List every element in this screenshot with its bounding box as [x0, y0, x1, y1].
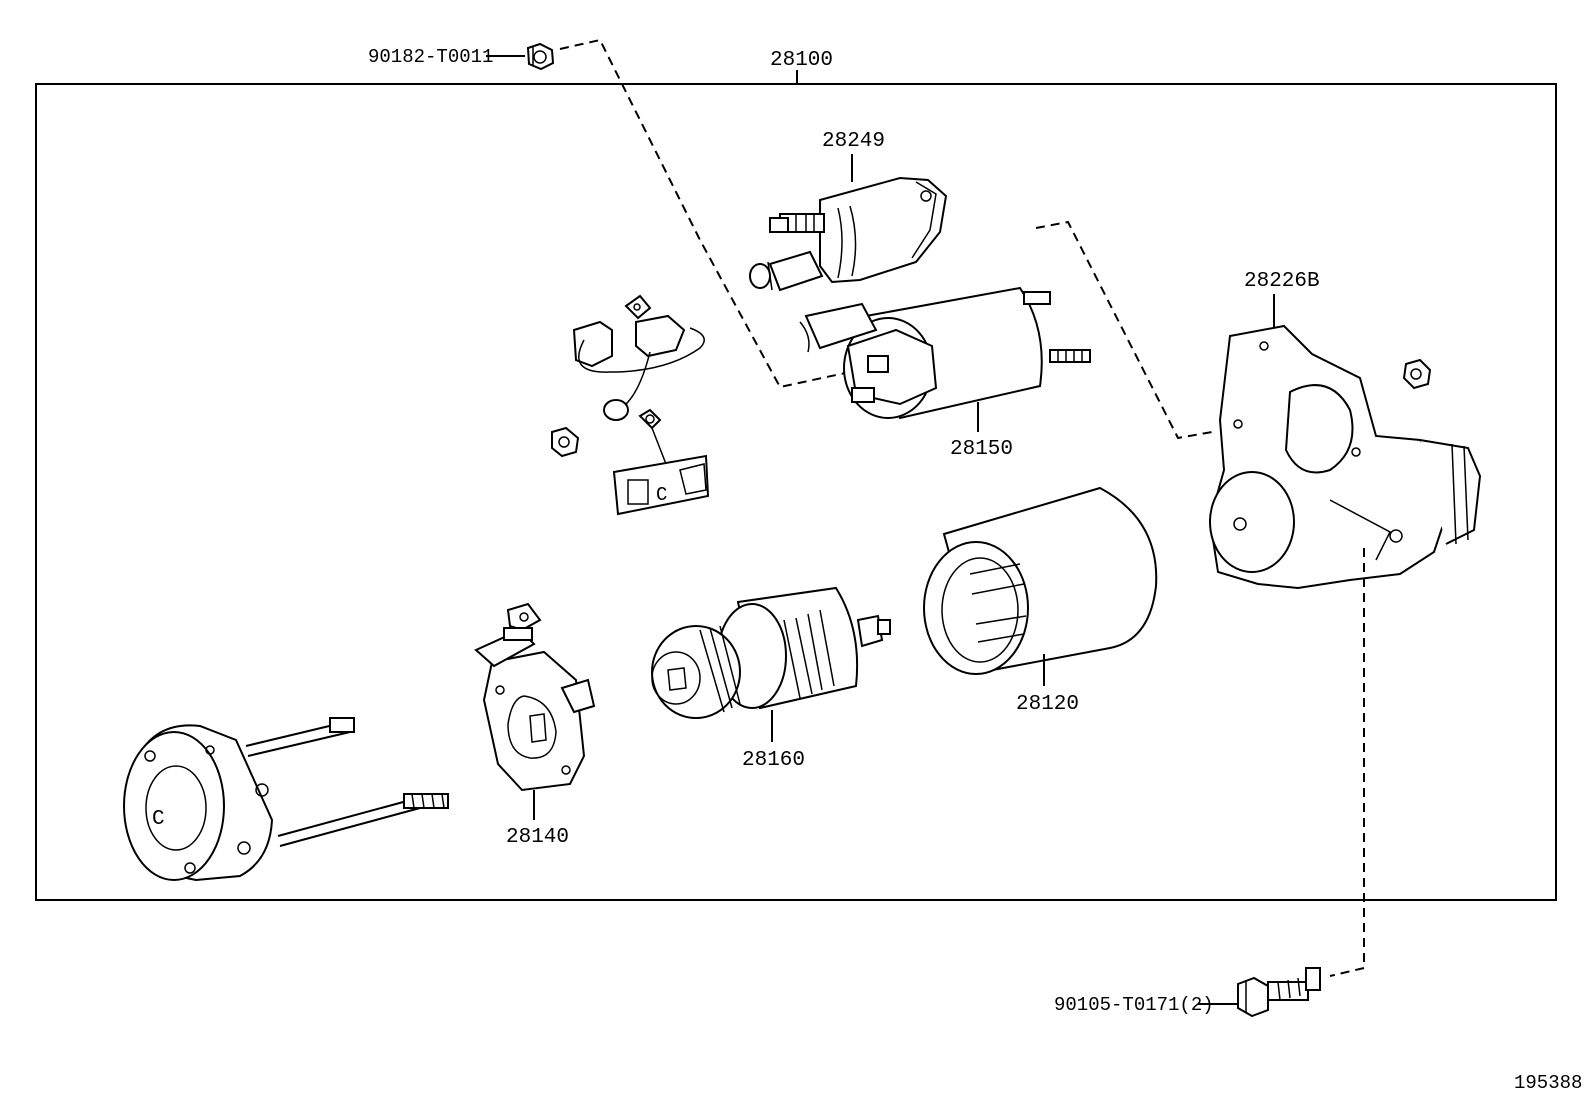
label-28226b[interactable]: 28226B	[1244, 270, 1320, 293]
small-nut-left	[551, 426, 580, 458]
yoke-part	[923, 486, 1158, 675]
label-28100[interactable]: 28100	[770, 49, 833, 72]
label-28249[interactable]: 28249	[822, 130, 885, 153]
nut-top-dash	[559, 38, 851, 389]
svg-text:C: C	[152, 808, 165, 831]
bolt-dash	[1329, 548, 1365, 977]
drive-housing-part	[1208, 324, 1482, 590]
label-90105-t0171[interactable]: 90105-T0171(2)	[1054, 994, 1214, 1016]
solenoid-cover-part	[749, 176, 948, 292]
label-90182-t0011[interactable]: 90182-T0011	[368, 46, 493, 68]
wiring-lead-part: C	[572, 294, 710, 516]
svg-text:C: C	[656, 484, 667, 506]
label-28150[interactable]: 28150	[950, 438, 1013, 461]
nut-top-part	[526, 42, 555, 71]
armature-part	[651, 586, 891, 719]
housing-dash	[1035, 220, 1213, 440]
label-28160[interactable]: 28160	[742, 749, 805, 772]
solenoid-part	[799, 286, 1091, 420]
small-nut-right	[1402, 358, 1432, 390]
label-28120[interactable]: 28120	[1016, 693, 1079, 716]
end-frame-part: C	[123, 717, 449, 882]
label-28140[interactable]: 28140	[506, 826, 569, 849]
brush-holder-part	[474, 602, 596, 792]
bolt-part	[1237, 967, 1321, 1018]
reference-number: 195388	[1514, 1072, 1582, 1094]
